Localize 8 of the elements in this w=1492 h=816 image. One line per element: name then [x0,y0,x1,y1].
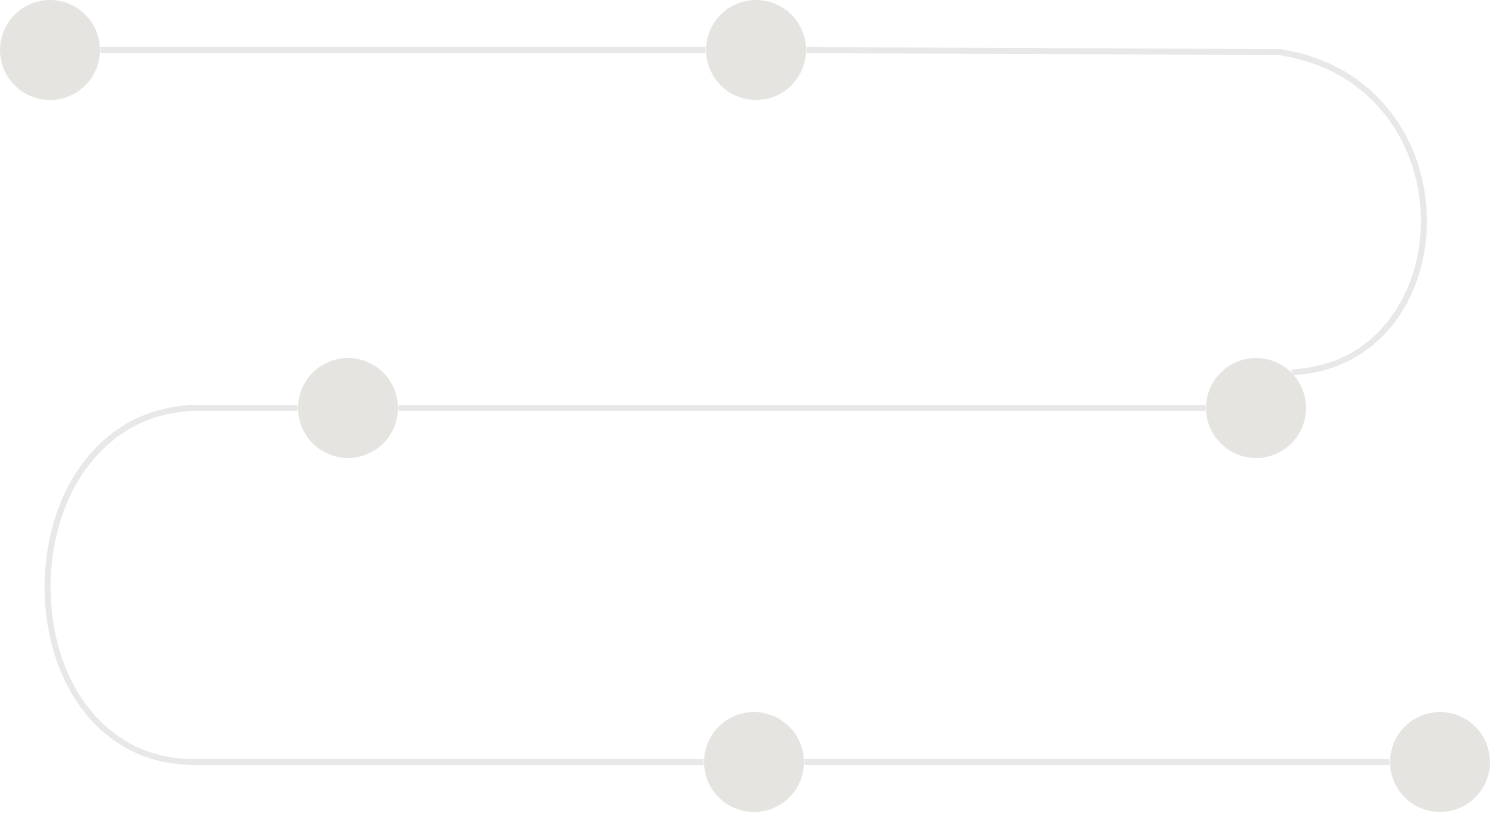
connector-line [806,47,1427,376]
dot [706,0,806,100]
dot [0,0,100,100]
dot [704,712,804,812]
dot [298,358,398,458]
dot [1206,358,1306,458]
connector-line [45,405,704,765]
dot [1390,712,1490,812]
